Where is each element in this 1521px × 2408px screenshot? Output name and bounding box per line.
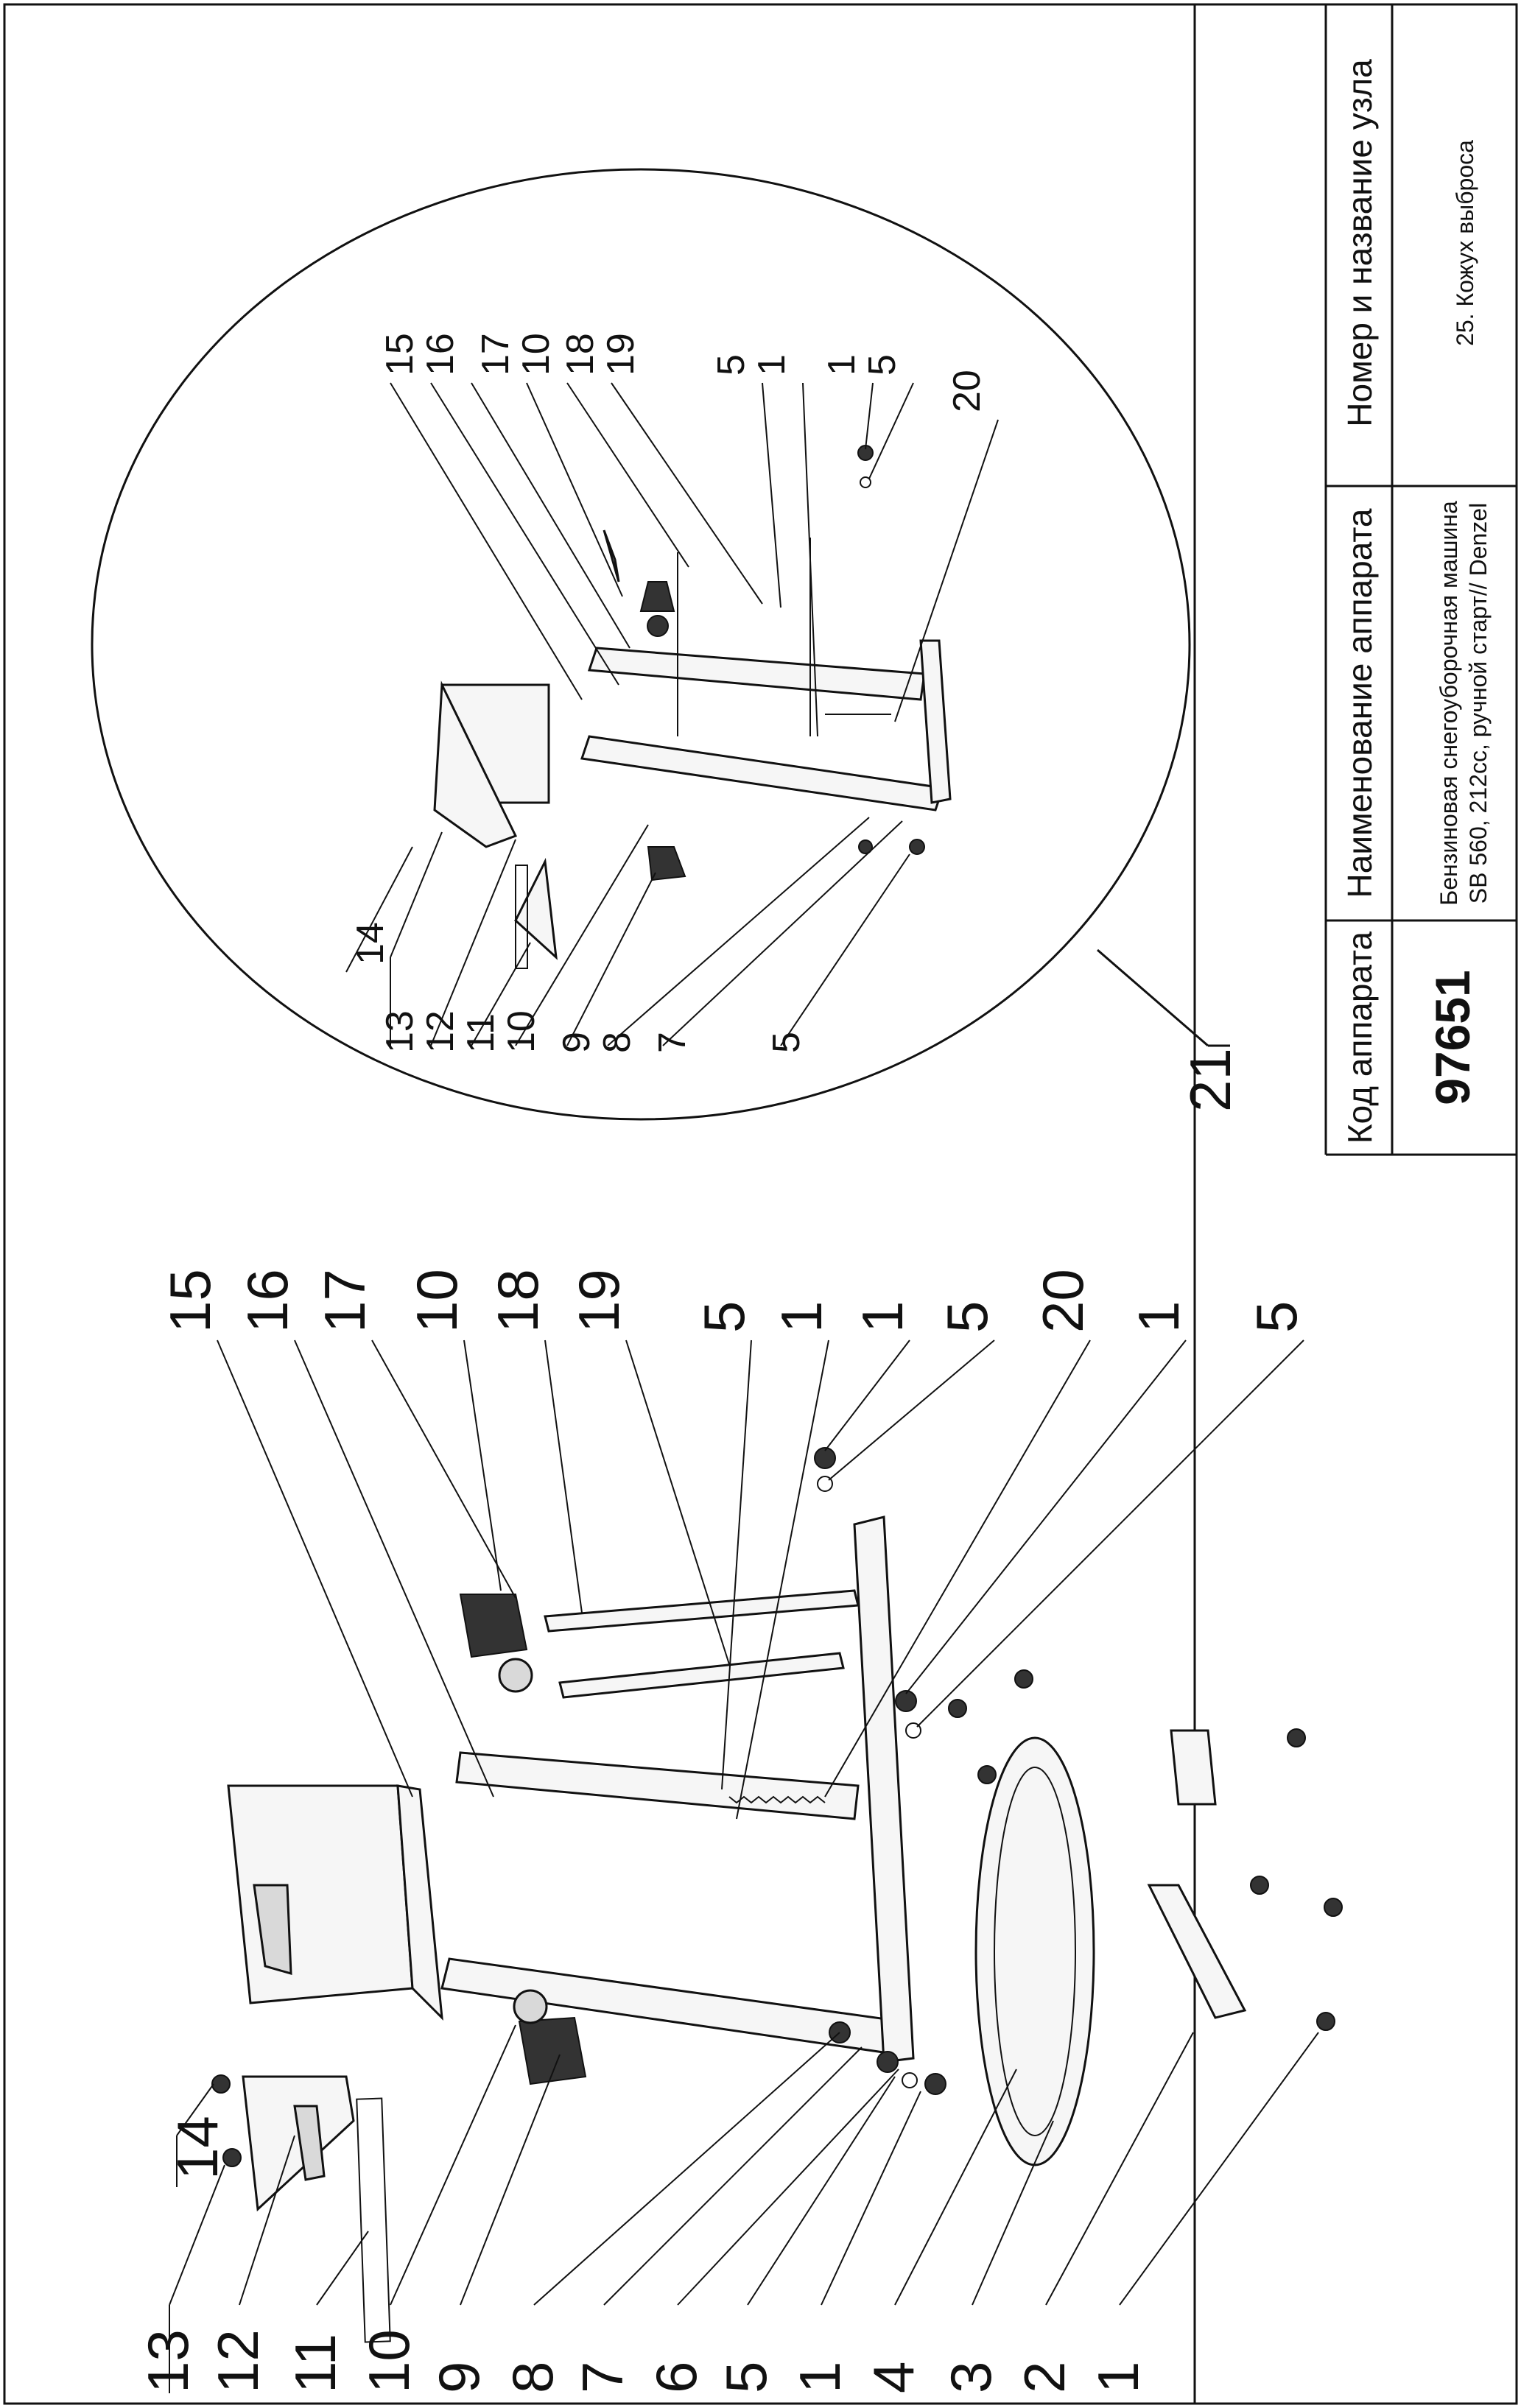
main-callout: 6 [644, 2362, 709, 2393]
main-callout: 12 [206, 2329, 270, 2393]
detail-callouts-left: 13 12 11 10 9 8 7 5 [379, 817, 910, 1053]
main-callout: 11 [283, 2334, 348, 2393]
main-callout: 20 [1030, 1269, 1095, 1333]
detail-callout: 10 [515, 333, 558, 376]
main-callout: 14 [165, 2116, 230, 2180]
detail-callouts-top: 14 15 16 17 10 18 19 5 1 1 5 20 [345, 333, 999, 973]
detail-callout: 12 [419, 1010, 462, 1053]
title-block: Код аппарата 97651 Наименование аппарата… [1324, 4, 1517, 1156]
detail-callout: 14 [349, 922, 392, 965]
main-callout: 9 [426, 2362, 491, 2393]
detail-callout: 10 [500, 1010, 543, 1053]
main-callout: 19 [566, 1269, 631, 1333]
detail-callout: 1 [821, 354, 863, 376]
main-callout: 5 [935, 1301, 1000, 1333]
main-callout: 5 [1244, 1301, 1309, 1333]
main-callout: 1 [850, 1301, 915, 1333]
detail-callout: 11 [460, 1013, 502, 1053]
detail-callout: 18 [559, 333, 602, 376]
detail-callout: 15 [379, 333, 421, 376]
detail-callout: 5 [710, 354, 753, 376]
detail-callout: 19 [600, 333, 642, 376]
code-header: Код аппарата [1341, 931, 1379, 1144]
node-value: 25. Кожух выброса [1452, 140, 1478, 346]
sheet-border [3, 3, 1518, 2405]
main-callouts-top: 14 15 16 17 10 18 19 5 1 1 5 20 1 5 [158, 1269, 1309, 2187]
main-callout: 1 [769, 1301, 834, 1333]
main-callout: 10 [356, 2329, 421, 2393]
detail-callout: 7 [651, 1032, 694, 1053]
detail-callout: 9 [555, 1032, 598, 1053]
main-callout: 10 [404, 1269, 469, 1333]
main-callouts-left: 13 12 11 10 9 8 7 6 5 1 4 3 2 1 [136, 2024, 1319, 2393]
main-callout: 5 [714, 2362, 779, 2393]
main-callout: 18 [485, 1269, 550, 1333]
main-callout: 7 [570, 2362, 635, 2393]
detail-view: 21 13 12 11 10 9 [91, 168, 1243, 1121]
detail-callout: 8 [596, 1032, 639, 1053]
main-callout: 4 [861, 2362, 926, 2393]
code-value: 97651 [1425, 970, 1480, 1105]
detail-callout: 20 [946, 370, 988, 412]
main-callout: 13 [136, 2329, 200, 2393]
main-callout: 1 [1086, 2362, 1151, 2393]
main-callout: 16 [235, 1269, 300, 1333]
node-header: Номер и название узла [1341, 59, 1379, 427]
detail-callout: 5 [861, 354, 904, 376]
detail-assembly [433, 445, 952, 969]
main-callout: 8 [500, 2362, 565, 2393]
name-line-2: SB 560, 212cc, ручной старт// Denzel [1465, 503, 1492, 904]
detail-callout: 13 [379, 1010, 421, 1053]
main-callout: 2 [1012, 2362, 1077, 2393]
detail-callout: 1 [751, 354, 793, 376]
main-callout: 5 [692, 1301, 756, 1333]
detail-callout: 5 [765, 1032, 808, 1053]
main-callout: 15 [158, 1269, 222, 1333]
main-callout: 3 [938, 2362, 1003, 2393]
detail-callout: 16 [419, 333, 462, 376]
name-line-1: Бензиновая снегоуборочная машина [1436, 501, 1462, 906]
main-callout: 1 [1126, 1301, 1191, 1333]
name-header: Наименование аппарата [1341, 508, 1379, 898]
main-assembly [211, 1447, 1343, 2343]
detail-callout: 17 [474, 333, 517, 376]
detail-label: 21 [1178, 1048, 1243, 1112]
main-callout: 17 [312, 1269, 377, 1333]
main-callout: 1 [787, 2362, 852, 2393]
